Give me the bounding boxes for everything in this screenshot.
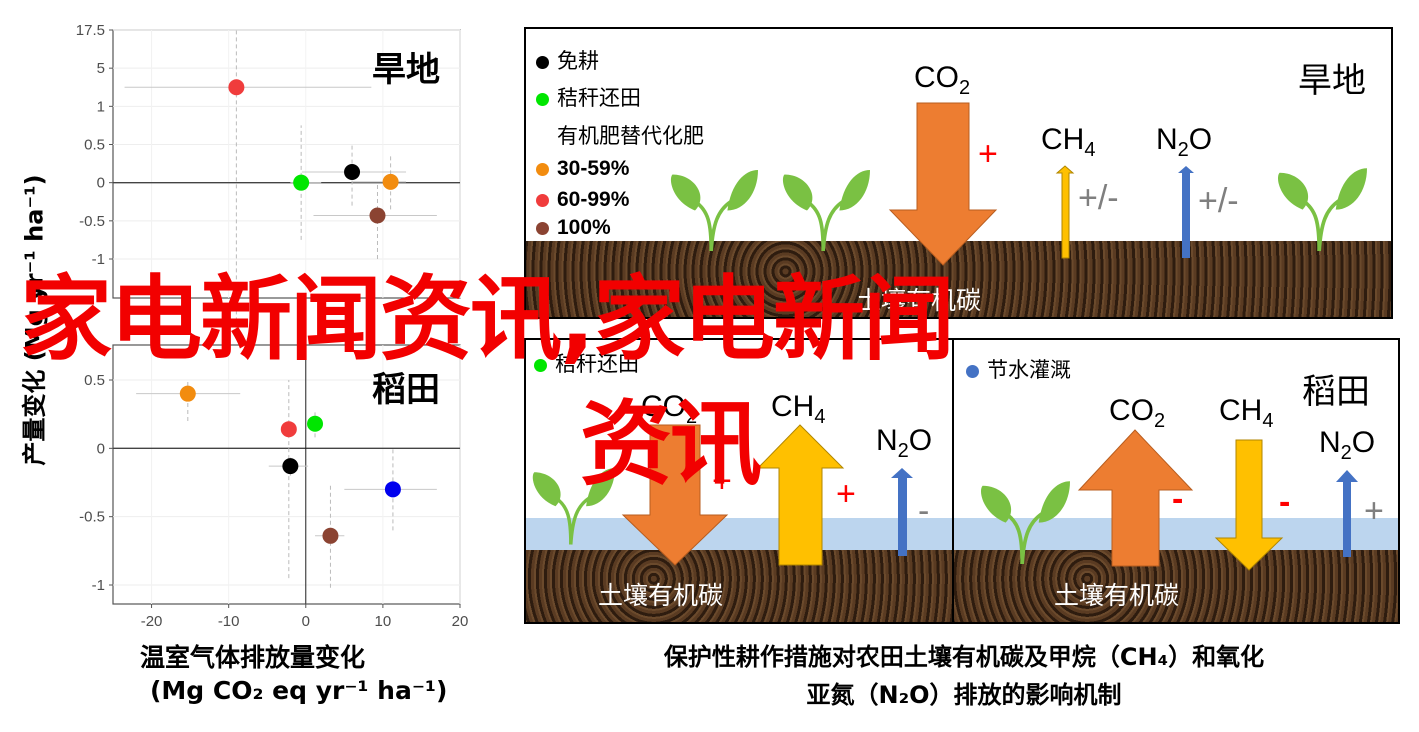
plant-icon — [781, 168, 870, 252]
soil-carbon-label: 土壤有机碳 — [598, 581, 724, 610]
ch4-up-arrow — [756, 424, 845, 566]
data-point-100% — [369, 207, 386, 224]
legend-item-organic: 有机肥替代化肥 — [557, 124, 704, 148]
y-tick-label: 1 — [97, 98, 105, 115]
data-point-30-59% — [179, 385, 196, 402]
data-point-60-99% — [280, 421, 297, 438]
data-point-30-59% — [382, 173, 399, 190]
paddy-irrigation-diagram: 节水灌溉 稻田 CO2 CH4 N2O - - + 土壤有机碳 — [952, 338, 1400, 624]
legend-item-60-99: 60-99% — [536, 188, 629, 212]
panel-title-paddy: 稻田 — [372, 370, 440, 410]
plant-icon — [669, 168, 758, 252]
x-axis-unit: (Mg CO₂ eq yr⁻¹ ha⁻¹) — [150, 676, 448, 705]
y-tick-label: -1 — [92, 251, 105, 268]
caption-line-2: 亚氮（N₂O）排放的影响机制 — [806, 681, 1122, 709]
caption-line-1: 保护性耕作措施对农田土壤有机碳及甲烷（CH₄）和氧化 — [663, 643, 1265, 671]
x-tick-label: 10 — [375, 613, 392, 630]
y-tick-label: 5 — [97, 60, 105, 77]
data-point-秸秆还田 — [307, 415, 324, 432]
watermark-line-2: 资讯 — [580, 391, 762, 498]
soil-layer — [526, 241, 1391, 317]
x-axis-title: 温室气体排放量变化 — [140, 643, 366, 672]
y-tick-label: 0 — [97, 440, 105, 457]
n2o-up-arrow — [1178, 166, 1194, 258]
n2o-sign: +/- — [1198, 182, 1239, 220]
plot-frame — [112, 344, 461, 605]
x-tick-label: -20 — [141, 613, 163, 630]
legend-item-irrigation: 节水灌溉 — [966, 354, 1071, 384]
y-tick-label: -0.5 — [79, 509, 105, 526]
ch4-down-arrow — [1214, 439, 1284, 571]
data-point-免耕 — [344, 163, 361, 180]
y-tick-label: 17.5 — [76, 22, 105, 39]
co2-down-arrow — [621, 424, 729, 566]
n2o-down-arrow — [891, 468, 913, 556]
x-tick-label: 20 — [452, 613, 469, 630]
ch4-sign: - — [1279, 483, 1291, 521]
water-layer — [526, 518, 952, 554]
n2o-label: N2O — [1156, 123, 1213, 161]
scatter-chart: 17.5 5 1 0.5 0 -0.5 -1 0.5 0 -0.5 -1 -20 -10 0 10 20 — [76, 22, 469, 630]
watermark-line-1: 家电新闻资讯,家电新闻 — [20, 266, 955, 373]
data-point-免耕 — [282, 458, 299, 475]
data-point-100% — [322, 527, 339, 544]
co2-sign: + — [712, 462, 732, 500]
soil-carbon-label: 土壤有机碳 — [1054, 581, 1180, 610]
co2-up-arrow — [1077, 429, 1194, 567]
n2o-sign: - — [918, 492, 930, 530]
legend-item-straw: 秸秆还田 — [534, 348, 639, 378]
plant-icon — [1276, 166, 1367, 252]
co2-down-arrow — [888, 102, 998, 266]
legend-item-30-59: 30-59% — [536, 157, 629, 181]
co2-label: CO2 — [641, 390, 698, 428]
soil-carbon-label: 土壤有机碳 — [856, 286, 982, 315]
data-point-60-99% — [228, 79, 245, 96]
legend-item-straw: 秸秆还田 — [536, 82, 641, 112]
co2-sign: + — [978, 135, 998, 173]
y-tick-label: 0.5 — [84, 372, 105, 389]
soil-layer — [526, 550, 952, 622]
upland-title: 旱地 — [1298, 61, 1366, 101]
ch4-sign: + — [836, 475, 856, 513]
legend-item-no-till: 免耕 — [536, 45, 599, 75]
ch4-label: CH4 — [1219, 394, 1274, 432]
x-tick-label: -10 — [218, 613, 240, 630]
y-tick-label: 0 — [97, 175, 105, 192]
n2o-sign: + — [1364, 492, 1384, 530]
co2-label: CO2 — [914, 61, 971, 99]
ch4-label: CH4 — [1041, 123, 1096, 161]
co2-label: CO2 — [1109, 394, 1166, 432]
ch4-up-arrow — [1055, 165, 1075, 259]
x-tick-label: 0 — [302, 613, 310, 630]
soil-layer — [954, 550, 1398, 622]
n2o-up-arrow — [1336, 470, 1358, 557]
y-tick-label: -0.5 — [79, 213, 105, 230]
plot-frame — [112, 29, 461, 299]
data-point-秸秆还田 — [293, 174, 310, 191]
legend-item-100: 100% — [536, 216, 611, 240]
ch4-label: CH4 — [771, 390, 826, 428]
paddy-title: 稻田 — [1302, 372, 1370, 412]
n2o-label: N2O — [1319, 426, 1376, 464]
y-tick-label: -1 — [92, 577, 105, 594]
y-tick-label: 0.5 — [84, 137, 105, 154]
upland-diagram: 免耕 秸秆还田 有机肥替代化肥 30-59% 60-99% 100% 旱地 CO… — [524, 27, 1393, 319]
ch4-sign: +/- — [1078, 179, 1119, 217]
data-point-节水灌溉 — [384, 481, 401, 498]
panel-title-upland: 旱地 — [372, 50, 440, 90]
plant-icon — [979, 479, 1070, 564]
co2-sign: - — [1172, 480, 1184, 518]
n2o-label: N2O — [876, 424, 933, 462]
